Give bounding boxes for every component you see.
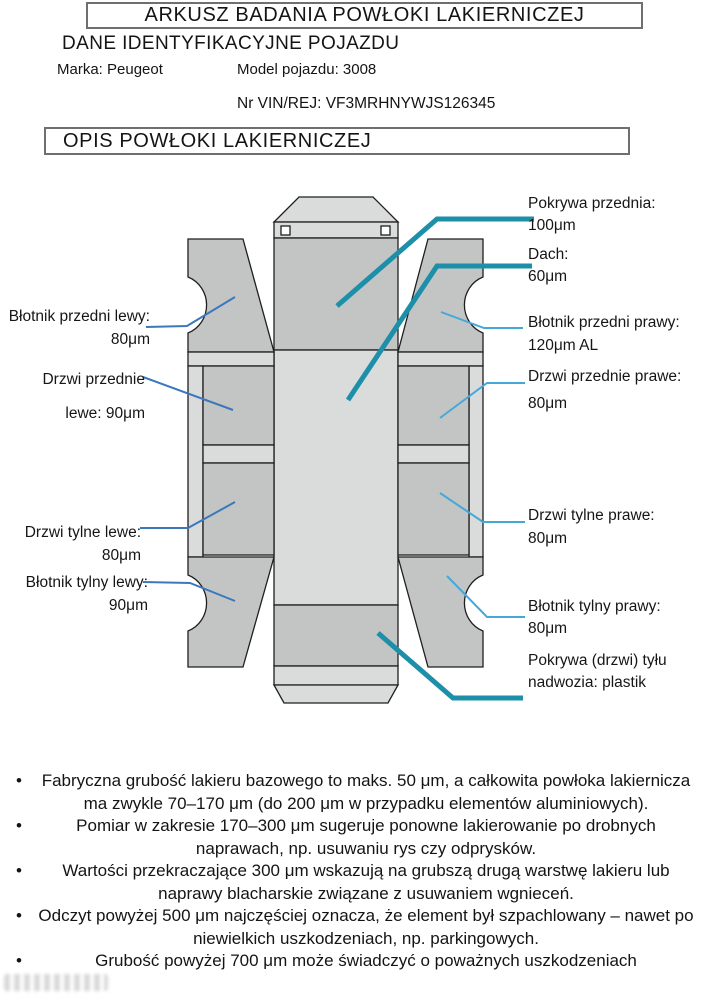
label-roof: Dach: 60μm [528, 246, 569, 285]
callout-line-fender-rear-left [142, 581, 236, 602]
bullet-icon: • [16, 951, 22, 970]
panel-sill-band-right [397, 351, 484, 367]
panel-fender-rear-left [187, 556, 275, 668]
notes-list: • Fabryczna grubość lakieru bazowego to … [6, 770, 704, 973]
callout-line-fender-rear-right [446, 575, 525, 618]
panel-door-gap-right [397, 444, 470, 464]
note-item: • Fabryczna grubość lakieru bazowego to … [6, 770, 704, 815]
panel-door-rear-right [397, 462, 470, 556]
panel-hood [273, 237, 399, 351]
panel-front-bumper [272, 196, 400, 223]
cowl-square-right [380, 225, 391, 236]
bullet-icon: • [16, 906, 22, 925]
label-fender-rear-left: Błotnik tylny lewy: 90μm [25, 574, 148, 614]
label-fender-rear-right: Błotnik tylny prawy: 80μm [528, 598, 661, 637]
label-fender-front-left: Błotnik przedni lewy: 80μm [8, 308, 150, 348]
car-body-diagram [140, 196, 534, 704]
panel-cowl-band [273, 221, 399, 239]
bullet-icon: • [16, 771, 22, 790]
panel-fender-rear-right [397, 556, 484, 668]
label-door-front-left: Drzwi przednie lewe: 90μm [42, 371, 145, 422]
note-item: • Odczyt powyżej 500 μm najczęściej ozna… [6, 905, 704, 950]
callout-line-door-rear-left [140, 501, 236, 529]
panel-rear-band [273, 665, 399, 686]
callout-line-fender-front-left [145, 296, 236, 328]
panel-sill-band-left [187, 351, 275, 367]
note-item: • Pomiar w zakresie 170–300 μm sugeruje … [6, 815, 704, 860]
vehicle-model: Model pojazdu: 3008 [237, 61, 377, 78]
label-door-rear-right: Drzwi tylne prawe: 80μm [528, 507, 655, 547]
panel-fender-front-right [397, 238, 484, 353]
panel-rear-bumper [272, 684, 400, 704]
panel-fender-front-left [187, 238, 275, 353]
bullet-icon: • [16, 861, 22, 880]
label-hood: Pokrywa przednia: 100μm [528, 195, 656, 234]
section-heading-coating: OPIS POWŁOKI LAKIERNICZEJ [63, 129, 372, 152]
note-item: • Grubość powyżej 700 μm może świadczyć … [6, 950, 704, 973]
bullet-icon: • [16, 816, 22, 835]
vehicle-vin: Nr VIN/REJ: VF3MRHNYWJS126345 [237, 95, 496, 112]
callout-line-roof [345, 263, 532, 402]
label-door-front-right: Drzwi przednie prawe: 80μm [528, 368, 682, 412]
coating-section-box: OPIS POWŁOKI LAKIERNICZEJ [44, 127, 630, 155]
watermark [4, 974, 108, 991]
callout-line-door-rear-right [439, 492, 525, 523]
title-box: ARKUSZ BADANIA POWŁOKI LAKIERNICZEJ [86, 2, 643, 29]
panel-door-front-left [202, 365, 275, 446]
callout-line-hood [335, 216, 534, 308]
callout-line-fender-front-right [440, 311, 523, 329]
label-door-rear-left: Drzwi tylne lewe: 80μm [24, 524, 141, 564]
callout-line-tailgate [376, 631, 523, 701]
callout-line-door-front-left [142, 376, 234, 411]
callout-line-door-front-right [439, 382, 525, 419]
panel-door-rear-left [202, 462, 275, 556]
note-item: • Wartości przekraczające 300 μm wskazuj… [6, 860, 704, 905]
vehicle-brand: Marka: Peugeot [57, 61, 163, 78]
label-tailgate: Pokrywa (drzwi) tyłu nadwozia: plastik [528, 652, 667, 691]
label-fender-front-right: Błotnik przedni prawy: 120μm AL [528, 314, 680, 354]
cowl-square-left [280, 225, 291, 236]
panel-roof [273, 349, 399, 606]
page-title: ARKUSZ BADANIA POWŁOKI LAKIERNICZEJ [144, 4, 585, 26]
panel-door-gap-left [202, 444, 275, 464]
section-heading-vehicle-data: DANE IDENTYFIKACYJNE POJAZDU [62, 33, 400, 54]
